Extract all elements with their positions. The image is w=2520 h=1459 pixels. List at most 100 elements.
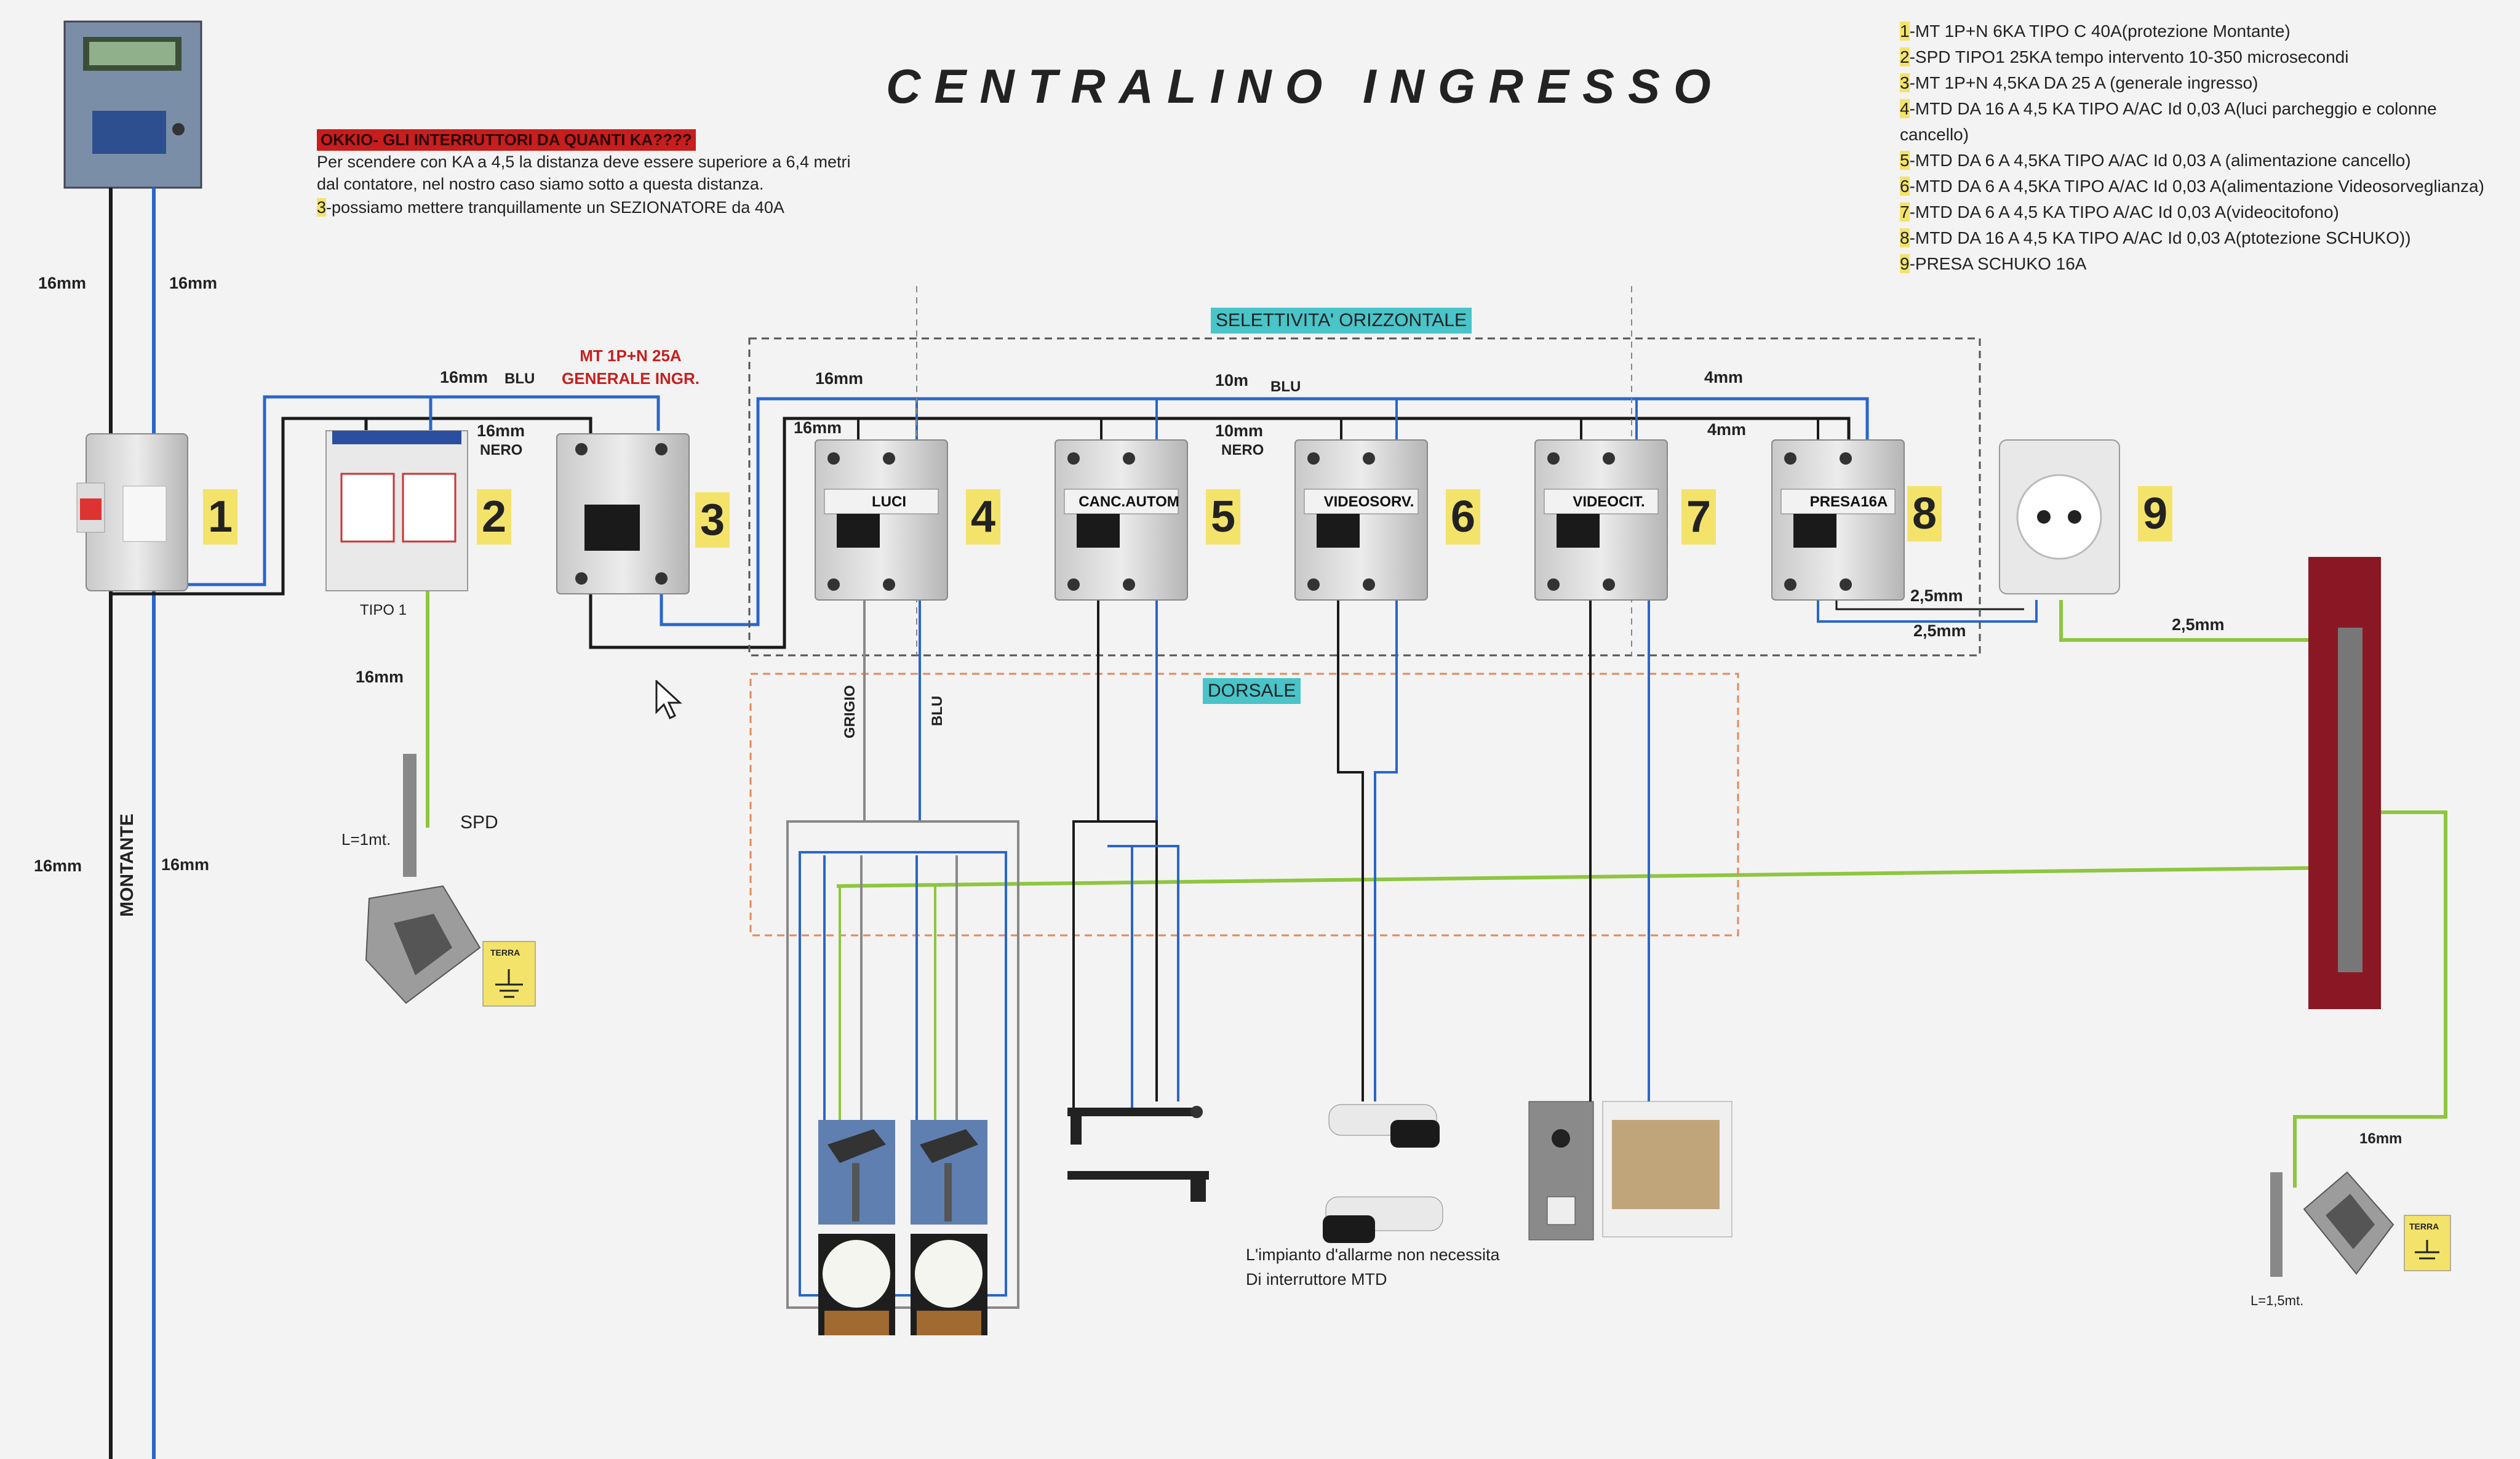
position-number-1: 1 bbox=[203, 489, 238, 545]
legend-text: -MTD DA 16 A 4,5 KA TIPO A/AC Id 0,03 A(… bbox=[1909, 228, 2411, 247]
earth-rod-1-length: L=1mt. bbox=[341, 830, 391, 849]
legend-text: -PRESA SCHUKO 16A bbox=[1909, 254, 2087, 273]
wire-label-16mm-br: 16mm bbox=[161, 855, 210, 874]
main-breaker-label-2: GENERALE INGR. bbox=[562, 369, 700, 388]
legend-text: -MTD DA 6 A 4,5 KA TIPO A/AC Id 0,03 A(v… bbox=[1909, 202, 2339, 222]
warning-line-3-text: -possiamo mettere tranquillamente un SEZ… bbox=[326, 198, 784, 217]
position-number-3: 3 bbox=[695, 492, 730, 548]
wire-label-grigio: GRIGIO bbox=[842, 685, 858, 738]
breaker-6-label: VIDEOSORV. bbox=[1323, 494, 1414, 510]
position-number-5: 5 bbox=[1206, 489, 1241, 545]
breaker-4-label: LUCI bbox=[872, 494, 906, 510]
breaker-1-device[interactable] bbox=[76, 433, 188, 591]
legend-text: -MTD DA 6 A 4,5KA TIPO A/AC Id 0,03 A(al… bbox=[1909, 177, 2484, 196]
wire-label-16mm-earth: 16mm bbox=[2359, 1130, 2402, 1147]
dorsale-label: DORSALE bbox=[1203, 678, 1301, 704]
main-out-black bbox=[589, 417, 1851, 649]
warning-line-1: Per scendere con KA a 4,5 la distanza de… bbox=[317, 153, 851, 171]
selettivita-box bbox=[748, 337, 1981, 657]
load-wires bbox=[786, 597, 1650, 1309]
cctv-camera-icon-2 bbox=[1323, 1196, 1443, 1243]
wire-label-blu: BLU bbox=[504, 370, 535, 387]
terra-badge-2 bbox=[2404, 1215, 2451, 1271]
alarm-note-line-2: Di interruttore MTD bbox=[1246, 1270, 1387, 1289]
earth-rod-2-length: L=1,5mt. bbox=[2251, 1293, 2304, 1308]
legend-number: 3 bbox=[1900, 73, 1910, 92]
spd-device[interactable] bbox=[325, 430, 468, 591]
wire-label-4mm-b: 4mm bbox=[1707, 420, 1747, 439]
warning-line-2: dal contatore, nel nostro caso siamo sot… bbox=[317, 175, 764, 193]
blue-feed-wire bbox=[154, 395, 660, 586]
main-breaker-label-1: MT 1P+N 25A bbox=[580, 346, 682, 365]
legend-text: -MT 1P+N 4,5KA DA 25 A (generale ingress… bbox=[1909, 73, 2259, 92]
earth-bar-to-pit-wire bbox=[2293, 810, 2447, 1188]
selettivita-label: SELETTIVITA' ORIZZONTALE bbox=[1211, 308, 1472, 334]
schuko-socket-device[interactable] bbox=[1999, 439, 2120, 594]
legend-item-8: 8-MTD DA 16 A 4,5 KA TIPO A/AC Id 0,03 A… bbox=[1900, 225, 2497, 251]
legend-number: 2 bbox=[1900, 47, 1910, 66]
dorsale-box bbox=[749, 673, 1739, 937]
legend-text: -MTD DA 16 A 4,5 KA TIPO A/AC Id 0,03 A(… bbox=[1900, 99, 2437, 144]
warning-line-3-number: 3 bbox=[317, 198, 327, 217]
main-out-blue bbox=[660, 397, 1869, 626]
legend-item-9: 9-PRESA SCHUKO 16A bbox=[1900, 251, 2497, 277]
legend-text: -MTD DA 6 A 4,5KA TIPO A/AC Id 0,03 A (a… bbox=[1909, 151, 2411, 170]
page-title: CENTRALINO INGRESSO bbox=[886, 59, 1725, 113]
legend-number: 5 bbox=[1900, 151, 1910, 170]
breaker-5-label: CANC.AUTOM bbox=[1079, 494, 1179, 510]
legend-item-7: 7-MTD DA 6 A 4,5 KA TIPO A/AC Id 0,03 A(… bbox=[1900, 199, 2497, 225]
position-number-8: 8 bbox=[1907, 486, 1942, 542]
legend-number: 6 bbox=[1900, 177, 1910, 196]
main-breaker-device[interactable] bbox=[556, 433, 690, 594]
legend-number: 9 bbox=[1900, 254, 1910, 273]
position-number-7: 7 bbox=[1681, 489, 1717, 545]
warning-title: OKKIO- GLI INTERRUTTORI DA QUANTI KA???? bbox=[317, 129, 696, 151]
intercom-monitor-icon bbox=[1602, 1101, 1732, 1237]
black-feed-wire bbox=[111, 417, 592, 596]
earth-rod-1-icon bbox=[365, 754, 481, 1004]
position-number-2: 2 bbox=[477, 489, 512, 545]
breaker-8-label: PRESA16A bbox=[1809, 494, 1888, 510]
position-number-4: 4 bbox=[966, 489, 1001, 545]
wire-label-10m: 10m bbox=[1215, 371, 1249, 390]
street-lamp-icon-2 bbox=[911, 1120, 987, 1335]
breaker-b5-device[interactable] bbox=[1055, 439, 1188, 601]
wire-label-nero-2: NERO bbox=[1221, 442, 1264, 458]
mouse-cursor-icon bbox=[655, 680, 682, 720]
wire-label-16mm-bl: 16mm bbox=[34, 857, 82, 875]
gate-motor-icon-1 bbox=[1067, 1106, 1203, 1145]
socket-feed-wires bbox=[1817, 588, 2038, 623]
wire-label-10mm: 10mm bbox=[1215, 422, 1264, 440]
wire-label-16mm-spd: 16mm bbox=[356, 668, 404, 686]
legend-text: -SPD TIPO1 25KA tempo intervento 10-350 … bbox=[1909, 47, 2349, 66]
earth-busbar-device bbox=[2308, 557, 2381, 1009]
position-number-6: 6 bbox=[1446, 489, 1481, 545]
wire-label-4mm-a: 4mm bbox=[1704, 368, 1744, 386]
legend-number: 1 bbox=[1900, 22, 1910, 41]
wire-label-25mm-c: 2,5mm bbox=[2172, 615, 2225, 634]
terra-label-1: TERRA bbox=[490, 948, 520, 957]
alarm-note-line-1: L'impianto d'allarme non necessita bbox=[1246, 1245, 1500, 1264]
montante-label: MONTANTE bbox=[117, 813, 137, 917]
legend-item-3: 3-MT 1P+N 4,5KA DA 25 A (generale ingres… bbox=[1900, 70, 2497, 96]
wire-label-16mm-mid: 16mm bbox=[794, 418, 842, 437]
breaker-b7-device[interactable] bbox=[1534, 439, 1668, 601]
energy-meter-icon bbox=[63, 20, 202, 189]
wire-label-nero: NERO bbox=[480, 442, 523, 458]
gate-motor-icon-2 bbox=[1067, 1171, 1209, 1202]
component-legend: 1-MT 1P+N 6KA TIPO C 40A(protezione Mont… bbox=[1900, 18, 2497, 277]
legend-number: 8 bbox=[1900, 228, 1910, 247]
breaker-b4-device[interactable] bbox=[815, 439, 948, 601]
position-number-9: 9 bbox=[2138, 486, 2173, 542]
wire-label-16mm: 16mm bbox=[169, 274, 218, 292]
breaker-b8-device[interactable] bbox=[1771, 439, 1905, 601]
wire-label-16mm: 16mm bbox=[38, 274, 87, 292]
dorsale-earth-wire bbox=[836, 866, 2339, 888]
wire-label-blu-vertical: BLU bbox=[929, 695, 946, 726]
warning-line-3: 3-possiamo mettere tranquillamente un SE… bbox=[317, 198, 784, 217]
legend-number: 4 bbox=[1900, 99, 1910, 118]
socket-earth-wire bbox=[2059, 600, 2338, 642]
wire-label-16mm-blu: 16mm bbox=[440, 368, 488, 386]
breaker-b6-device[interactable] bbox=[1294, 439, 1428, 601]
